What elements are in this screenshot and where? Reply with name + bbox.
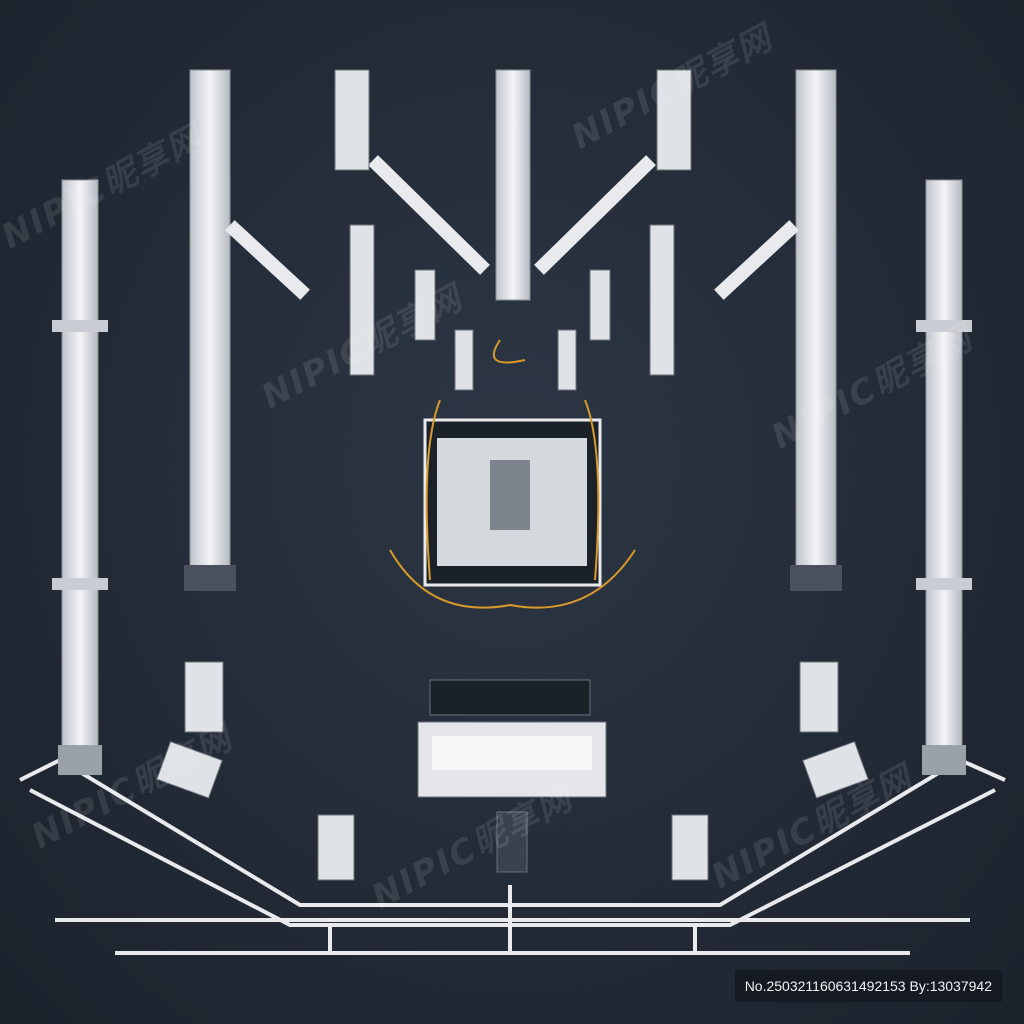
side-gadgets (156, 661, 869, 881)
left-inner-column (184, 69, 236, 591)
center-top-column (495, 69, 531, 301)
central-monitor (423, 418, 602, 587)
left-outer-column (52, 179, 108, 775)
floor-lines (19, 757, 1006, 955)
top-modules (334, 69, 692, 391)
right-inner-column (790, 69, 842, 591)
lower-console (417, 679, 607, 798)
right-outer-column (916, 179, 972, 775)
image-id-caption: No.25032116063149215​3 By:13037942 (734, 970, 1002, 1002)
chevron-bands (225, 155, 799, 300)
accent-wires (389, 339, 636, 609)
